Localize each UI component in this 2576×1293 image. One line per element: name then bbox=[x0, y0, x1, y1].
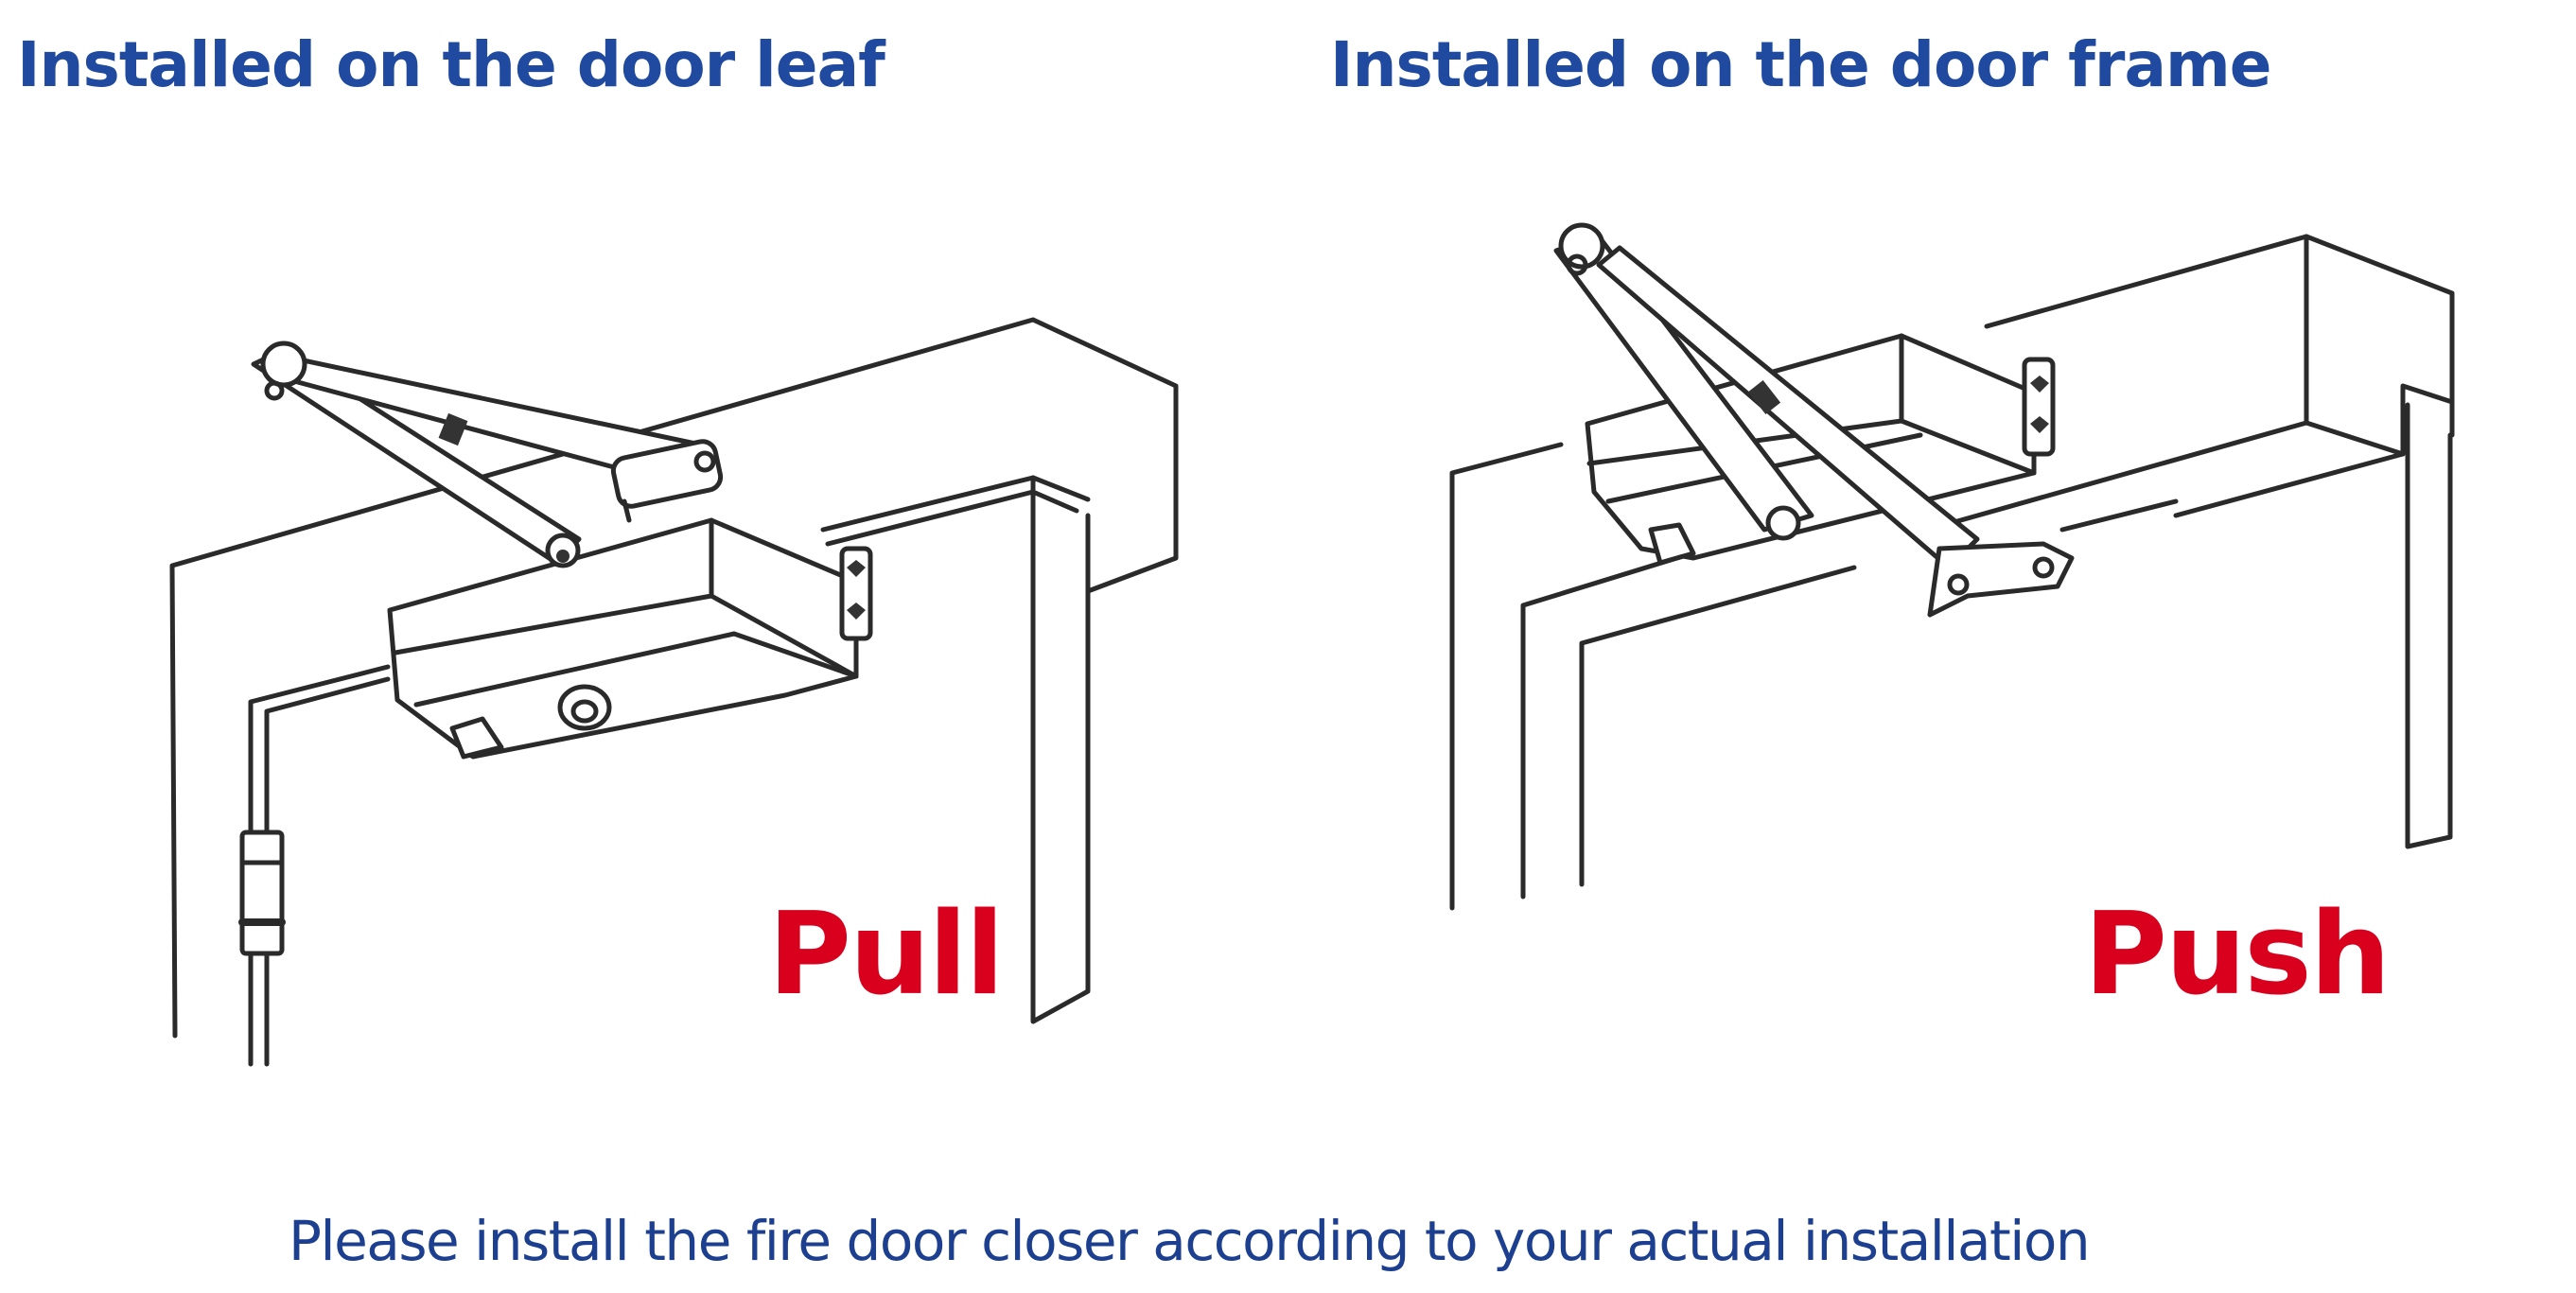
heading-door-leaf: Installed on the door leaf bbox=[17, 28, 885, 101]
frame-jamb-right bbox=[2405, 402, 2453, 849]
door-leaf-illustration bbox=[169, 317, 1179, 1067]
installation-caption: Please install the fire door closer acco… bbox=[289, 1209, 2091, 1273]
push-label: Push bbox=[2084, 889, 2391, 1021]
door-frame-illustration bbox=[1449, 222, 2455, 911]
hinge-icon bbox=[239, 830, 285, 956]
closer-forearm bbox=[1596, 245, 1980, 570]
pull-label: Pull bbox=[768, 889, 1005, 1021]
frame-jamb bbox=[1030, 475, 1091, 1024]
door-leaf-outline bbox=[169, 317, 1179, 1039]
heading-door-frame: Installed on the door frame bbox=[1330, 28, 2272, 101]
arm-bracket bbox=[610, 439, 724, 509]
door-closer-body bbox=[387, 517, 859, 760]
